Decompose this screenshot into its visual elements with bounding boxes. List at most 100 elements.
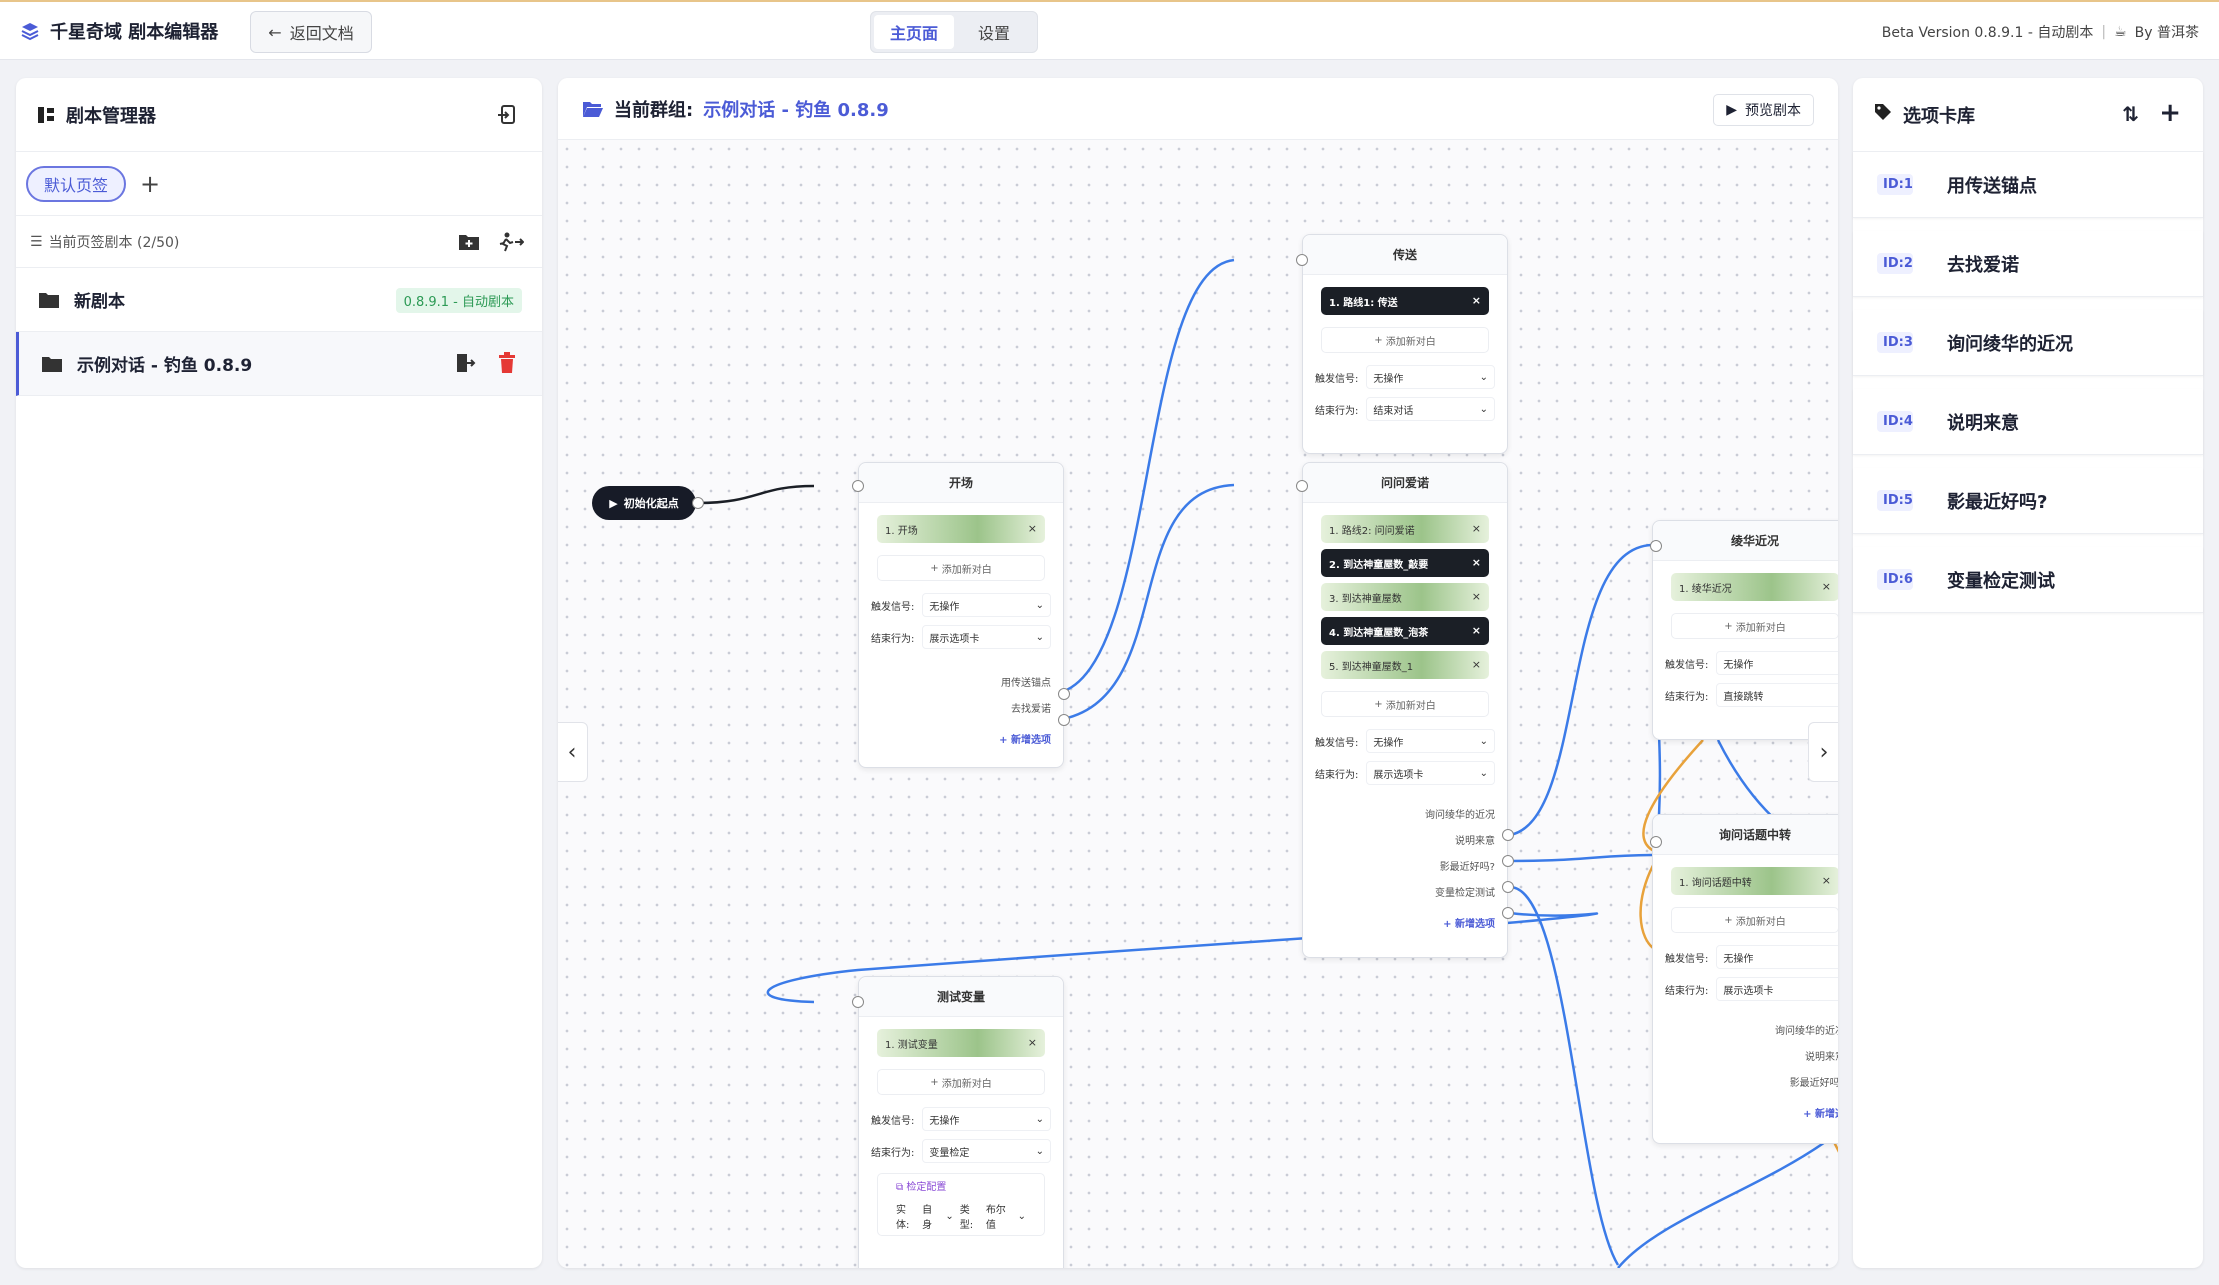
add-dialog-button[interactable]: + 添加新对白 (877, 555, 1045, 581)
type-select[interactable]: 布尔值 (985, 1205, 1006, 1231)
node-ayaka[interactable]: 绫华近况 1. 绫华近况× + 添加新对白 触发信号:无操作 结束行为:直接跳转 (1652, 520, 1838, 740)
output-port[interactable] (1502, 907, 1514, 919)
dialog-item[interactable]: 2. 到达神童屋数_敲要× (1321, 549, 1489, 577)
node-ask[interactable]: 问问爱诺 1. 路线2: 问问爱诺× 2. 到达神童屋数_敲要× 3. 到达神童… (1302, 462, 1508, 958)
input-port[interactable] (852, 996, 864, 1008)
add-option-button[interactable]: + 新增选项 (1443, 919, 1495, 930)
collapse-right-button[interactable]: › (1808, 722, 1838, 782)
close-icon[interactable]: × (1471, 658, 1481, 671)
add-tab-icon[interactable]: + (140, 169, 161, 198)
option-item[interactable]: 说明来意 (1805, 1052, 1838, 1063)
option-item[interactable]: 用传送锚点 (1001, 678, 1051, 689)
collapse-left-button[interactable]: ‹ (558, 722, 588, 782)
input-port[interactable] (1296, 480, 1308, 492)
trigger-select[interactable]: 无操作⌄ (1366, 729, 1495, 753)
dialog-item[interactable]: 1. 测试变量× (877, 1029, 1045, 1057)
node-canvas[interactable]: ▶ 初始化起点 传送 1. 路线1: 传送× + 添加新对白 触发信号:无操作⌄… (558, 140, 1838, 1268)
trigger-select[interactable]: 无操作⌄ (922, 1107, 1051, 1131)
preview-script-button[interactable]: ▶ 预览剧本 (1713, 94, 1814, 126)
dialog-item[interactable]: 4. 到达神童屋数_泡茶× (1321, 617, 1489, 645)
add-dialog-button[interactable]: + 添加新对白 (1671, 907, 1838, 933)
start-port[interactable] (692, 497, 704, 509)
add-dialog-button[interactable]: + 添加新对白 (877, 1069, 1045, 1095)
end-select[interactable]: 变量检定⌄ (922, 1139, 1051, 1163)
dialog-item[interactable]: 1. 路线2: 问问爱诺× (1321, 515, 1489, 543)
dialog-item[interactable]: 3. 到达神童屋数× (1321, 583, 1489, 611)
dialog-item[interactable]: 1. 绫华近况× (1671, 573, 1838, 601)
back-to-docs-button[interactable]: ← 返回文档 (250, 11, 372, 53)
end-select[interactable]: 展示选项卡 (1716, 977, 1838, 1001)
trash-icon[interactable] (498, 352, 516, 379)
close-icon[interactable]: × (1027, 522, 1037, 535)
trigger-select[interactable]: 无操作⌄ (1366, 365, 1495, 389)
play-icon: ▶ (1726, 102, 1737, 118)
output-port[interactable] (1502, 855, 1514, 867)
output-port[interactable] (1058, 714, 1070, 726)
sort-icon[interactable]: ⇅ (2122, 102, 2139, 126)
start-node[interactable]: ▶ 初始化起点 (592, 486, 696, 520)
option-item[interactable]: 变量检定测试 (1435, 888, 1495, 899)
close-icon[interactable]: × (1821, 874, 1831, 887)
end-select[interactable]: 结束对话⌄ (1366, 397, 1495, 421)
input-port[interactable] (852, 480, 864, 492)
entity-select[interactable]: 自身 (922, 1205, 933, 1231)
close-icon[interactable]: × (1027, 1036, 1037, 1049)
close-icon[interactable]: × (1471, 624, 1481, 637)
close-icon[interactable]: × (1821, 580, 1831, 593)
option-item[interactable]: 询问绫华的近况 (1425, 810, 1495, 821)
option-item[interactable]: 去找爱诺 (1011, 704, 1051, 715)
import-icon[interactable] (496, 104, 518, 131)
close-icon[interactable]: × (1471, 522, 1481, 535)
script-item-new[interactable]: 新剧本 0.8.9.1 - 自动剧本 (16, 268, 542, 332)
add-dialog-button[interactable]: + 添加新对白 (1321, 327, 1489, 353)
add-option-button[interactable]: + 新增选项 (999, 735, 1051, 746)
close-icon[interactable]: × (1471, 590, 1481, 603)
output-port[interactable] (1502, 881, 1514, 893)
node-test-variable[interactable]: 测试变量 1. 测试变量× + 添加新对白 触发信号:无操作⌄ 结束行为:变量检… (858, 976, 1064, 1268)
option-item[interactable]: 询问绫华的近况 (1775, 1026, 1838, 1037)
dialog-item[interactable]: 1. 路线1: 传送× (1321, 287, 1489, 315)
script-item-example[interactable]: 示例对话 - 钓鱼 0.8.9 (16, 332, 542, 396)
trigger-select[interactable]: 无操作⌄ (922, 593, 1051, 617)
trigger-select[interactable]: 无操作 (1716, 651, 1838, 675)
close-icon[interactable]: × (1471, 556, 1481, 569)
close-icon[interactable]: × (1471, 294, 1481, 307)
run-icon[interactable] (498, 232, 525, 256)
end-select[interactable]: 展示选项卡⌄ (1366, 761, 1495, 785)
output-port[interactable] (1502, 829, 1514, 841)
node-open[interactable]: 开场 1. 开场× + 添加新对白 触发信号:无操作⌄ 结束行为:展示选项卡⌄ … (858, 462, 1064, 768)
tab-settings[interactable]: 设置 (977, 24, 1010, 43)
option-item[interactable]: 影最近好吗? (1439, 862, 1495, 873)
option-item[interactable]: 说明来意 (1455, 836, 1495, 847)
dialog-item[interactable]: 1. 询问话题中转× (1671, 867, 1838, 895)
add-option-card-icon[interactable]: + (2159, 98, 2181, 128)
trigger-label: 触发信号: (871, 1115, 915, 1127)
end-select[interactable]: 展示选项卡⌄ (922, 625, 1051, 649)
add-dialog-button[interactable]: + 添加新对白 (1321, 691, 1489, 717)
option-item[interactable]: 影最近好吗? (1789, 1078, 1838, 1089)
tab-default[interactable]: 默认页签 (26, 165, 127, 202)
node-teleport[interactable]: 传送 1. 路线1: 传送× + 添加新对白 触发信号:无操作⌄ 结束行为:结束… (1302, 234, 1508, 454)
output-port[interactable] (1058, 688, 1070, 700)
dialog-item[interactable]: 1. 开场× (877, 515, 1045, 543)
input-port[interactable] (1296, 254, 1308, 266)
end-select[interactable]: 直接跳转 (1716, 683, 1838, 707)
add-option-button[interactable]: + 新增选 (1653, 1099, 1838, 1126)
dialog-item[interactable]: 5. 到达神童屋数_1× (1321, 651, 1489, 679)
input-port[interactable] (1650, 540, 1662, 552)
node-relay[interactable]: 询问话题中转 1. 询问话题中转× + 添加新对白 触发信号:无操作 结束行为:… (1652, 814, 1838, 1144)
input-port[interactable] (1650, 836, 1662, 848)
new-folder-icon[interactable] (458, 232, 480, 256)
add-dialog-button[interactable]: + 添加新对白 (1671, 613, 1838, 639)
export-icon[interactable] (454, 352, 476, 379)
tree-icon (38, 106, 54, 123)
author-label[interactable]: By 普洱茶 (2134, 25, 2199, 41)
tab-main[interactable]: 主页面 (874, 15, 954, 49)
trigger-select[interactable]: 无操作 (1716, 945, 1838, 969)
